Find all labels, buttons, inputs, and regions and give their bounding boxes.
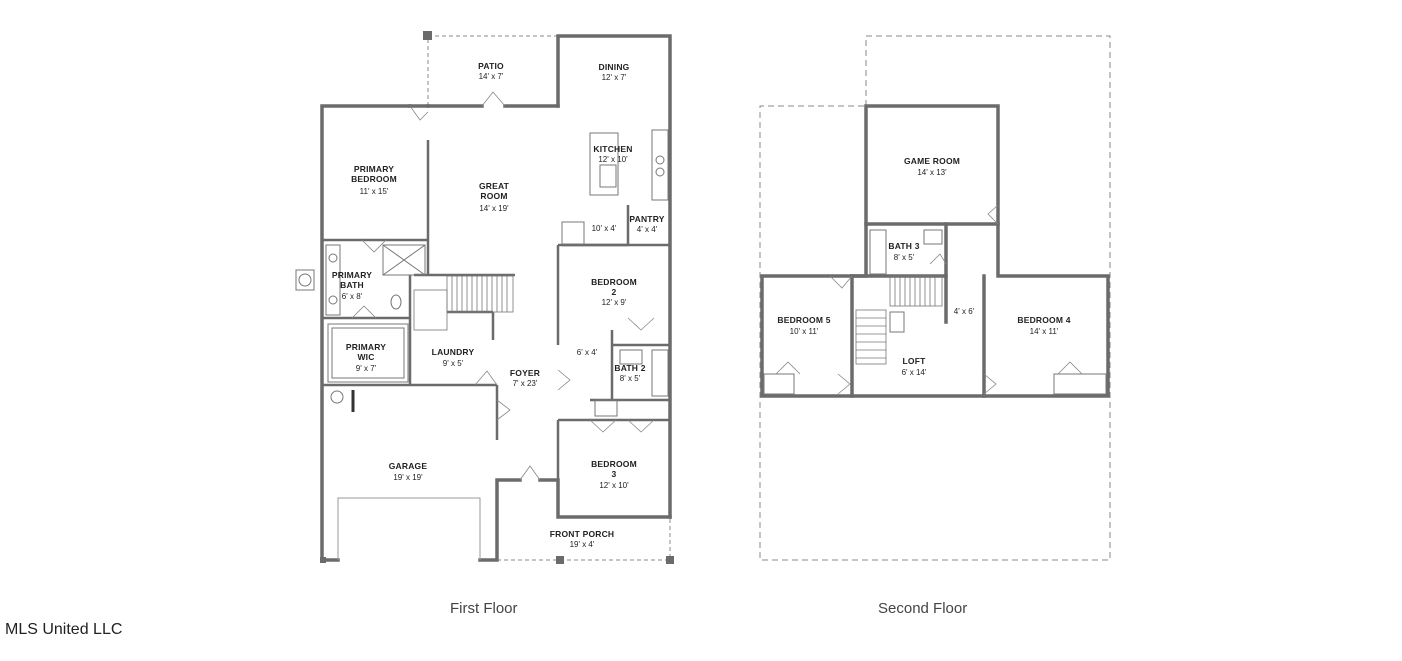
room-name: BATH 3	[888, 241, 919, 251]
room-name: GARAGE	[389, 461, 428, 471]
upper-walls	[760, 222, 1110, 398]
first-floor-label: First Floor	[450, 600, 518, 617]
bath-fixtures	[295, 244, 669, 417]
room-name: PANTRY	[629, 214, 664, 224]
room-dims: 14' x 19'	[479, 204, 509, 213]
porch-column	[556, 556, 564, 564]
front-porch-outline	[497, 517, 671, 561]
room-dims: 4' x 6'	[954, 307, 975, 316]
patio-outline	[427, 35, 558, 106]
room-dims: 8' x 5'	[894, 253, 915, 262]
door-swings	[351, 91, 655, 481]
stairs-first-floor	[413, 275, 514, 331]
roof-outline	[759, 35, 1111, 561]
porch-column	[666, 556, 674, 564]
exterior-wall-garage-front	[478, 478, 522, 562]
room-dims: 11' x 15'	[360, 187, 389, 196]
room-dims: 10' x 4'	[592, 224, 617, 233]
room-name: DINING	[599, 62, 630, 72]
room-dims: 12' x 10'	[598, 155, 628, 164]
garage-column	[320, 557, 326, 563]
room-name: FRONT PORCH	[550, 529, 615, 539]
room-dims: 14' x 13'	[917, 168, 947, 177]
exterior-wall-primary	[320, 104, 412, 562]
first-floor-plan	[295, 31, 674, 564]
room-name: KITCHEN	[593, 144, 632, 154]
patio-column	[423, 31, 432, 40]
first-floor-labels: PATIO 14' x 7' DINING 12' x 7' KITCHEN 1…	[332, 61, 665, 549]
room-dims: 6' x 8'	[342, 292, 363, 301]
room-name: GAME ROOM	[904, 156, 960, 166]
room-dims: 9' x 5'	[443, 359, 464, 368]
door-swings-second	[775, 204, 1083, 395]
bath3-fixtures	[763, 229, 1107, 395]
second-floor-plan	[759, 35, 1111, 561]
room-dims: 9' x 7'	[356, 364, 377, 373]
room-name: FOYER	[510, 368, 540, 378]
room-dims: 14' x 11'	[1030, 327, 1059, 336]
room-dims: 14' x 7'	[479, 72, 504, 81]
garage-door	[337, 497, 481, 560]
room-name: LAUNDRY	[432, 347, 475, 357]
room-dims: 7' x 23'	[513, 379, 538, 388]
room-dims: 19' x 19'	[393, 473, 423, 482]
game-room-walls	[864, 104, 1000, 226]
room-name: BATH 2	[614, 363, 645, 373]
kitchen-fixtures	[561, 129, 669, 245]
room-dims: 4' x 4'	[637, 225, 658, 234]
watermark: MLS United LLC	[5, 621, 123, 638]
room-dims: 6' x 14'	[902, 368, 927, 377]
room-dims: 19' x 4'	[570, 540, 595, 549]
room-name: BEDROOM 4	[1017, 315, 1070, 325]
room-dims: 8' x 5'	[620, 374, 641, 383]
exterior-wall-dining	[556, 34, 672, 519]
room-name: PATIO	[478, 61, 504, 71]
room-dims: 12' x 7'	[602, 73, 627, 82]
room-dims: 12' x 10'	[599, 481, 629, 490]
room-name: BEDROOM 5	[777, 315, 830, 325]
room-name: LOFT	[903, 356, 927, 366]
second-floor-labels: GAME ROOM 14' x 13' BATH 3 8' x 5' 4' x …	[777, 156, 1070, 377]
stairs-second-floor	[855, 275, 943, 365]
room-dims: 10' x 11'	[790, 327, 819, 336]
second-floor-label: Second Floor	[878, 600, 968, 617]
room-dims: 12' x 9'	[602, 298, 627, 307]
room-dims: 6' x 4'	[577, 348, 598, 357]
